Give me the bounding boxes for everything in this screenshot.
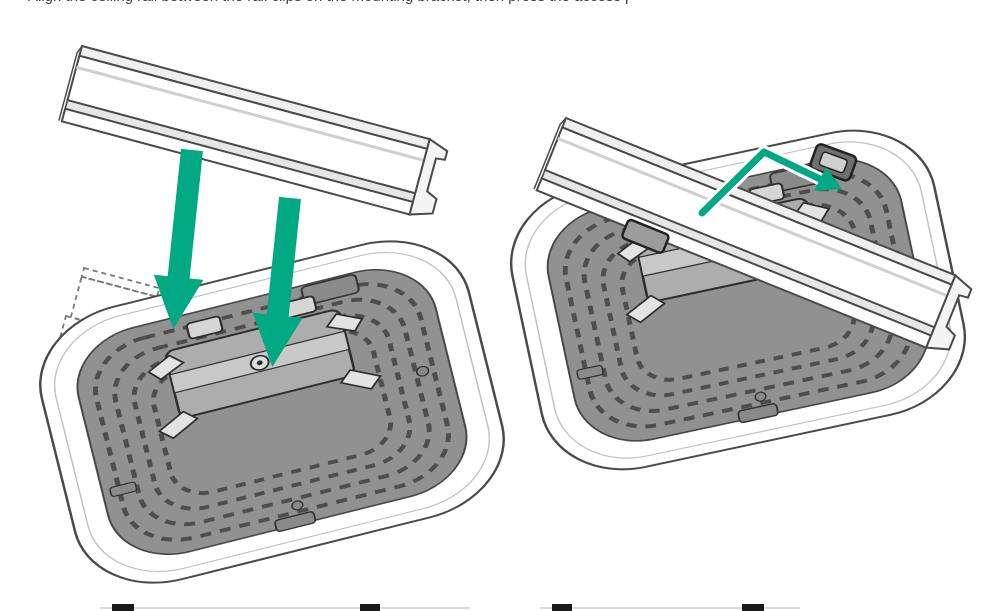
ceiling-rail-left: [58, 44, 449, 216]
rail-clip-lower: [621, 218, 670, 254]
press-down-arrow-1: [153, 148, 204, 330]
press-down-arrow-2: [252, 196, 303, 368]
rail-end-profile: [408, 137, 449, 216]
ceiling-rail-right: [533, 116, 973, 351]
rail-latch-clip: [809, 143, 858, 182]
rail-end-profile: [924, 273, 973, 351]
clipped-next-figure: [100, 604, 800, 611]
caption-text: Align the ceiling rail between the rail …: [28, 0, 628, 5]
clipped-figure-mark: [360, 604, 380, 611]
right-view-seat-rail: [497, 114, 979, 485]
clipped-figure-mark: [552, 604, 572, 611]
clipped-caption: Align the ceiling rail between the rail …: [28, 0, 628, 7]
slide-lock-arrow: [695, 145, 842, 220]
clipped-figure-mark: [742, 604, 764, 611]
clipped-figure-mark: [112, 604, 134, 611]
left-view-insert-rail: [25, 44, 520, 601]
